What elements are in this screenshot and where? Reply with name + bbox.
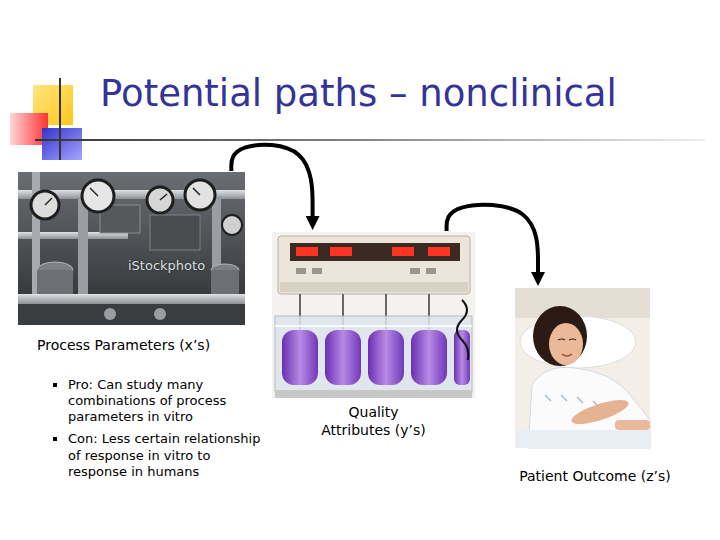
bullet-point: Con: Less certain relationship of respon… bbox=[68, 431, 266, 480]
photo-panel: Quality Attributes (y’s) bbox=[272, 232, 475, 439]
machinery-photo-part bbox=[185, 180, 215, 210]
machinery-photo-part bbox=[18, 172, 245, 325]
machinery-photo bbox=[18, 172, 245, 325]
bullet-list: Pro: Can study many combinations of proc… bbox=[68, 377, 266, 481]
machinery-photo-part bbox=[45, 198, 52, 205]
watermark: iStockphoto bbox=[128, 258, 205, 274]
dissolution-tester-photo-part bbox=[410, 268, 420, 274]
dissolution-tester-photo-part bbox=[296, 247, 318, 256]
machinery-photo-part bbox=[104, 308, 116, 320]
dissolution-tester-photo-part bbox=[290, 243, 460, 261]
machinery-photo-part bbox=[160, 194, 167, 200]
machinery-photo-part bbox=[211, 270, 239, 294]
machinery-photo-part bbox=[37, 270, 73, 294]
photo-caption: Patient Outcome (z’s) bbox=[500, 468, 690, 486]
machinery-photo-part bbox=[193, 188, 200, 195]
machinery-photo-part bbox=[18, 304, 245, 325]
dissolution-tester-photo-part bbox=[275, 325, 472, 327]
patient-photo-part bbox=[545, 395, 599, 407]
dissolution-tester-photo-part bbox=[280, 282, 468, 292]
corner-ornament-part bbox=[59, 78, 61, 160]
photo-panel: Process Parameters (x’s) Pro: Can study m… bbox=[18, 172, 266, 486]
corner-ornament-part bbox=[42, 128, 82, 160]
dissolution-tester-photo-part bbox=[330, 247, 352, 256]
patient-photo-part bbox=[562, 354, 572, 356]
photo-caption: Quality Attributes (y’s) bbox=[316, 404, 431, 439]
photo-caption: Process Parameters (x’s) bbox=[37, 337, 266, 355]
patient-photo-part bbox=[615, 420, 650, 430]
dissolution-tester-photo-part bbox=[275, 390, 472, 398]
dissolution-tester-photo-part bbox=[282, 330, 318, 385]
machinery-photo-part bbox=[78, 199, 88, 294]
machinery-photo-part bbox=[90, 188, 98, 196]
machinery-photo-part bbox=[222, 215, 242, 235]
dissolution-tester-photo-part bbox=[272, 232, 475, 398]
machinery-photo-part bbox=[31, 191, 59, 219]
dissolution-tester-photo-part bbox=[392, 247, 414, 256]
dissolution-tester-photo-part bbox=[428, 247, 450, 256]
photo-panel: Patient Outcome (z’s) bbox=[500, 288, 690, 486]
dissolution-tester-photo-part bbox=[296, 268, 306, 274]
dissolution-tester-photo-part bbox=[426, 268, 436, 274]
dissolution-tester-photo bbox=[272, 232, 475, 398]
dissolution-tester-photo-part bbox=[325, 330, 361, 385]
dissolution-tester-photo-part bbox=[457, 300, 468, 360]
flow-arrow bbox=[447, 205, 538, 272]
dissolution-tester-photo-part bbox=[368, 330, 404, 385]
patient-photo-part bbox=[515, 430, 650, 448]
bullet-point: Pro: Can study many combinations of proc… bbox=[68, 377, 266, 426]
machinery-photo-part bbox=[18, 294, 245, 304]
corner-ornament bbox=[10, 78, 82, 160]
patient-photo-part bbox=[549, 323, 583, 365]
dissolution-tester-photo-part bbox=[411, 330, 447, 385]
patient-photo-part bbox=[533, 306, 587, 366]
machinery-photo-part bbox=[82, 180, 114, 212]
slide-title: Potential paths – nonclinical bbox=[100, 72, 617, 116]
dissolution-tester-photo-part bbox=[275, 316, 472, 392]
title-rule-part bbox=[35, 139, 705, 141]
patient-photo-part bbox=[515, 288, 650, 448]
machinery-photo-part bbox=[154, 308, 166, 320]
machinery-photo-part bbox=[150, 215, 200, 250]
machinery-photo-part bbox=[147, 187, 173, 213]
patient-photo-part bbox=[558, 339, 576, 340]
flow-arrow bbox=[231, 145, 312, 216]
patient-photo bbox=[515, 288, 650, 448]
dissolution-tester-photo-part bbox=[312, 268, 322, 274]
title-rule bbox=[35, 139, 705, 141]
patient-photo-part bbox=[515, 288, 650, 318]
dissolution-tester-photo-part bbox=[278, 236, 470, 294]
